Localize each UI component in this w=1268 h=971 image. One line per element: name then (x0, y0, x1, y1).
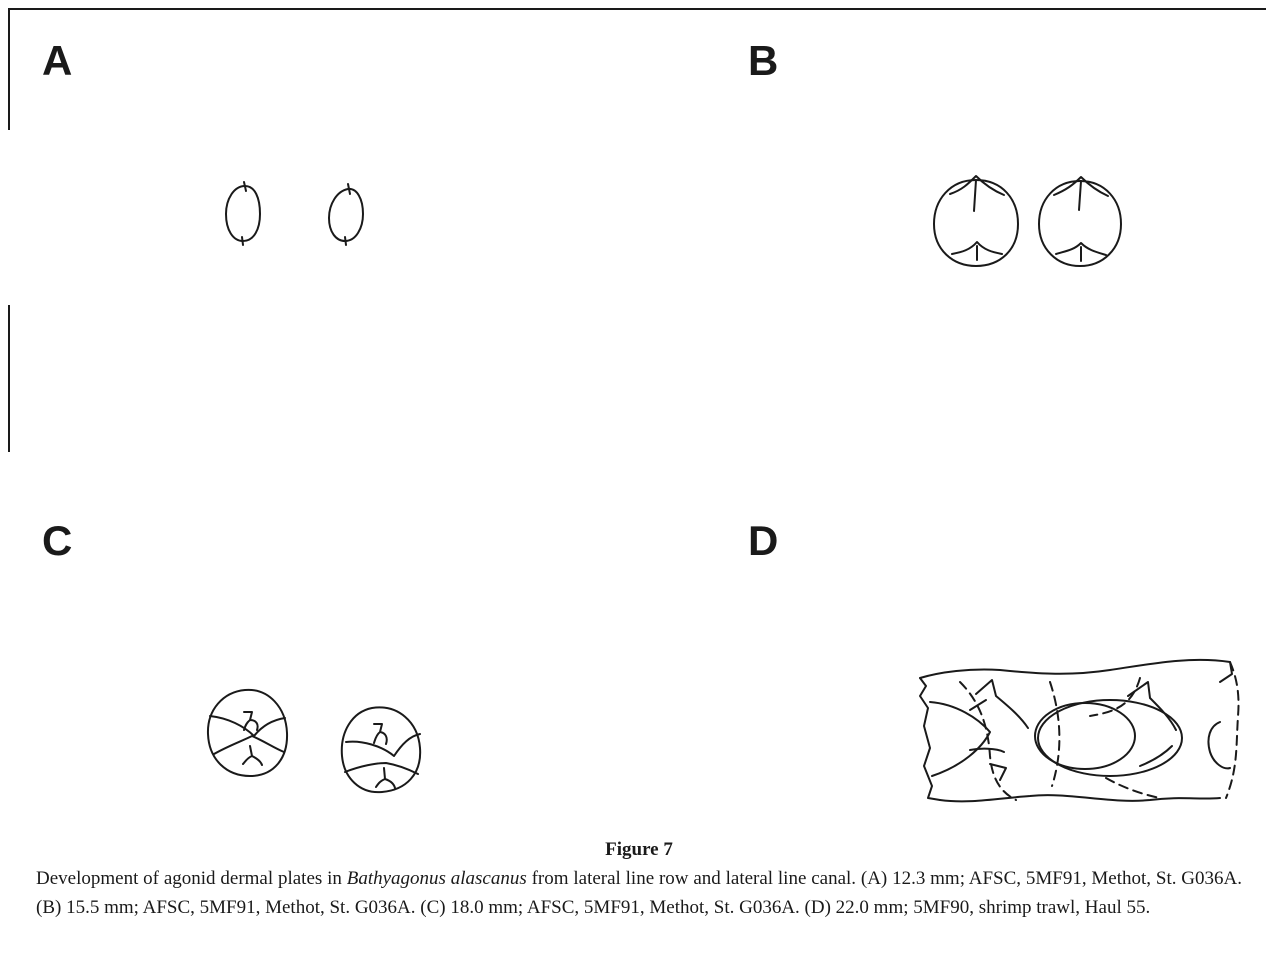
plate-d-dashed-arc-2 (1089, 677, 1141, 717)
plate-d-spur-3 (1127, 681, 1177, 731)
plate-b-right-ridge-top (1053, 176, 1109, 197)
plate-b-right (1038, 180, 1122, 267)
figure-frame-gap (8, 130, 10, 305)
plate-b-right-ridge-line (1078, 180, 1082, 211)
plate-d-dashed-arc-4 (1105, 777, 1161, 799)
plate-d-inner-ellipse (1034, 702, 1136, 770)
plate-c-right (340, 706, 422, 794)
plate-c-left-lower-edge (213, 735, 285, 755)
plate-d-outline-right (1225, 661, 1240, 799)
caption-text-lead: Development of agonid dermal plates in (36, 868, 347, 889)
plate-b-left-ridge-line (973, 179, 977, 212)
plate-b-left-ridge-bottom (951, 241, 1003, 255)
plate-c-right-mark-bottom (375, 767, 396, 789)
panel-b: B (640, 14, 1260, 474)
figure-frame-top (8, 8, 1266, 10)
panel-a-label: A (42, 37, 73, 84)
plate-a-right (328, 187, 364, 242)
panel-b-label: B (748, 37, 779, 84)
plate-c-left-upper-edge (209, 715, 286, 737)
figure-caption: Figure 7 Development of agonid dermal pl… (36, 836, 1242, 922)
figure-caption-title: Figure 7 (605, 839, 673, 860)
plate-d-spur-2 (969, 699, 987, 711)
plate-b-left (933, 179, 1019, 267)
plate-a-left-tick-bottom (241, 236, 244, 246)
plate-a-left-tick-top (243, 181, 247, 192)
plate-d-spur-6 (969, 747, 1005, 753)
plate-d-outline-left (919, 677, 941, 801)
plate-d-left-shape (929, 701, 991, 777)
plate-d-spur-1 (975, 679, 1029, 729)
plate-c-left-mark-top (243, 711, 259, 731)
panel-d-drawing (919, 658, 1240, 803)
plate-a-right-tick-bottom (344, 236, 347, 246)
figure-caption-body: Development of agonid dermal plates in B… (36, 864, 1242, 922)
panel-a: A (12, 14, 632, 474)
plate-d-outline-bottom (939, 794, 1221, 803)
panel-d: D (640, 486, 1260, 946)
plate-d-outline-top (919, 658, 1233, 683)
plate-d-dashed-arc-3 (959, 681, 1017, 801)
panel-c-drawing (206, 688, 422, 794)
caption-species-name: Bathyagonus alascanus (346, 868, 527, 889)
panel-c: C (12, 486, 632, 946)
plate-b-right-ridge-bottom (1055, 242, 1107, 256)
plate-d-dashed-arc-1 (1049, 681, 1061, 787)
plate-c-left-mark-bottom (242, 745, 263, 766)
plate-a-right-tick-top (347, 183, 351, 195)
plate-b-left-ridge-top (949, 175, 1005, 196)
panel-d-label: D (748, 517, 779, 564)
caption-text-details: from lateral line row and lateral line c… (36, 868, 1242, 918)
plate-c-right-upper-edge (345, 733, 421, 757)
plate-c-right-mark-top (373, 723, 388, 745)
plate-d-right-edge (1207, 721, 1231, 770)
plate-d-spur-5 (1139, 745, 1173, 767)
plate-d-center-ellipse (1037, 699, 1183, 777)
panel-c-label: C (42, 517, 73, 564)
panel-a-drawing (225, 181, 364, 246)
plate-c-left (206, 688, 289, 777)
plate-d-spur-4 (989, 763, 1007, 781)
plate-a-left (225, 185, 261, 242)
plate-c-right-lower-edge (344, 762, 419, 775)
panel-b-drawing (933, 175, 1122, 267)
